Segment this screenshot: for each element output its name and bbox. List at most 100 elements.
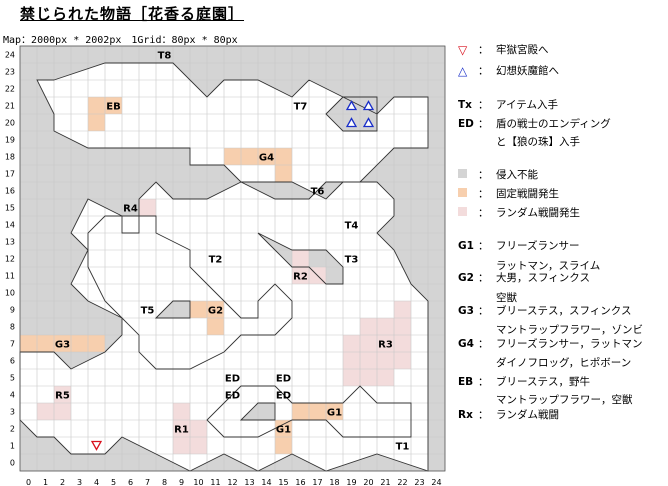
x-axis-label: 10 — [193, 478, 203, 486]
legend-colon: ： — [478, 305, 489, 317]
map-label: T3 — [345, 255, 359, 266]
legend-down-marker: ▽ ： 牢獄宮殿へ — [458, 42, 549, 57]
random-battle-cell — [394, 352, 411, 369]
y-axis-label: 14 — [5, 221, 15, 230]
y-axis-label: 21 — [5, 102, 15, 111]
y-axis-label: 19 — [5, 136, 15, 145]
up-triangle-icon: △ — [458, 63, 468, 78]
encounter-key: G1 — [458, 239, 474, 252]
x-axis-label: 15 — [278, 478, 288, 486]
encounter-text: 空獣 — [496, 292, 517, 304]
y-axis-label: 2 — [10, 425, 15, 434]
encounter-text: マントラップフラワー，空獣 — [496, 394, 633, 406]
encounter-row: G4：フリーズランサー，ラットマン — [458, 336, 642, 351]
legend-colon: ： — [478, 169, 489, 181]
legend-swatch-row: ： 固定戦闘発生 — [458, 186, 559, 201]
legend-key-text: 盾の戦士のエンディング — [496, 118, 611, 130]
encounter-text: ラットマン，スライム — [496, 260, 601, 272]
encounter-row: G2：大男，スフィンクス — [458, 270, 590, 285]
map-label: T5 — [141, 306, 155, 317]
map-label: G4 — [259, 153, 274, 164]
x-axis-label: 14 — [261, 478, 271, 486]
fixed-battle-cell — [207, 318, 224, 335]
fixed-battle-cell — [207, 301, 224, 318]
random-battle-cell — [343, 369, 360, 386]
down-triangle-icon — [90, 440, 103, 451]
random-battle-cell — [394, 301, 411, 318]
encounter-text: 大男，スフィンクス — [496, 272, 590, 284]
legend-swatch-row: ： 侵入不能 — [458, 167, 538, 182]
up-triangle-icon — [362, 100, 375, 111]
encounter-text: フリーズランサー，ラットマン — [496, 338, 643, 350]
x-axis-label: 13 — [244, 478, 254, 486]
x-axis-label: 9 — [179, 478, 184, 486]
fixed-battle-cell — [241, 148, 258, 165]
fixed-battle-cell — [275, 165, 292, 182]
x-axis-label: 12 — [227, 478, 237, 486]
legend-colon: ： — [478, 240, 489, 252]
fixed-battle-cell — [88, 335, 105, 352]
random-battle-cell — [37, 403, 54, 420]
encounter-row: ダイノフロッグ，ヒポボーン — [458, 355, 631, 370]
fixed-battle-cell — [105, 97, 122, 114]
y-axis-label: 15 — [5, 204, 15, 213]
swatch-cell — [458, 168, 478, 181]
fixed-battle-cell — [88, 114, 105, 131]
random-battle-cell — [343, 352, 360, 369]
encounter-row: G1 ： フリーズランサー — [458, 238, 579, 253]
down-triangle-icon: ▽ — [458, 42, 468, 57]
x-axis-label: 8 — [162, 478, 167, 486]
random-battle-cell — [343, 335, 360, 352]
fixed-battle-cell — [292, 403, 309, 420]
x-axis-label: 22 — [397, 478, 407, 486]
map-label: G2 — [208, 306, 223, 317]
fixed-battle-cell — [20, 335, 37, 352]
legend-up-text: 幻想妖魔館へ — [496, 65, 559, 77]
encounter-key: EB — [458, 375, 474, 388]
wall-outline — [19, 62, 429, 472]
encounter-key: G3 — [458, 304, 474, 317]
legend-swatch-row: ： ランダム戦闘発生 — [458, 205, 580, 220]
encounter-row: G3：ブリーステス，スフィンクス — [458, 303, 631, 318]
legend-colon: ： — [478, 409, 489, 421]
y-axis-label: 24 — [5, 51, 15, 60]
wall-outline — [206, 385, 412, 438]
encounter-row: Rx：ランダム戦闘 — [458, 407, 559, 422]
x-axis-label: 16 — [295, 478, 305, 486]
y-axis-label: 0 — [10, 459, 15, 468]
impassable-swatch — [458, 168, 467, 178]
y-axis-label: 1 — [10, 442, 15, 451]
random-battle-cell — [360, 335, 377, 352]
random-battle-cell — [394, 335, 411, 352]
map-label: T4 — [345, 221, 359, 232]
wall-outline — [154, 300, 191, 319]
legend-up-marker: △ ： 幻想妖魔館へ — [458, 63, 559, 78]
fixed-battle-cell — [309, 403, 326, 420]
encounter-text: マントラップフラワー，ゾンビ — [496, 324, 643, 336]
up-triangle-icon — [362, 117, 375, 128]
x-axis-label: 20 — [363, 478, 373, 486]
x-axis-label: 4 — [94, 478, 99, 486]
x-axis-label: 24 — [431, 478, 441, 486]
x-axis-label: 0 — [26, 478, 31, 486]
encounter-row: 空獣 — [458, 290, 517, 305]
encounter-text: フリーズランサー — [496, 240, 580, 252]
x-axis-label: 6 — [128, 478, 133, 486]
random-battle-cell — [360, 352, 377, 369]
x-axis-label: 3 — [77, 478, 82, 486]
y-axis-label: 11 — [5, 272, 15, 281]
y-axis-label: 9 — [10, 306, 15, 315]
legend-key-text: と【狼の珠】入手 — [496, 136, 580, 148]
legend-swatch-text: 固定戦闘発生 — [496, 188, 559, 200]
random-battle-cell — [190, 437, 207, 454]
map-label: R4 — [123, 204, 138, 215]
y-axis-label: 4 — [10, 391, 15, 400]
x-axis-label: 11 — [210, 478, 220, 486]
y-axis-label: 6 — [10, 357, 15, 366]
map-label: R5 — [55, 391, 70, 402]
fixed-battle-cell — [71, 335, 88, 352]
x-axis-label: 17 — [312, 478, 322, 486]
fixed-battle-cell — [88, 97, 105, 114]
legend-key-row: Tx ： アイテム入手 — [458, 97, 558, 112]
y-axis-label: 17 — [5, 170, 15, 179]
